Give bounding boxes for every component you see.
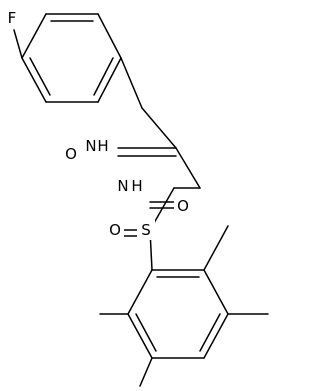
- sulfonamide-hydrogen-label: H: [131, 177, 142, 195]
- sulfonamide-nitrogen-label: N: [117, 177, 128, 195]
- bond-methyl-upper: [203, 225, 229, 271]
- fluorophenyl-ring: [21, 13, 122, 103]
- amide-nitrogen-label: N: [85, 137, 96, 155]
- atom-labels: F N H O N H S O O: [3, 8, 192, 240]
- bond-carbonyl-ch2: [175, 147, 201, 189]
- bond-c-f: [13, 29, 23, 59]
- bond-ring1-f: [21, 57, 47, 103]
- bond-ring1-c: [97, 13, 122, 59]
- bond-n-carbonyl: [141, 107, 177, 149]
- bond-ring1-double-3: [29, 57, 51, 96]
- bond-ring2-b: [203, 269, 229, 315]
- fluorine-atom-label: F: [8, 9, 17, 27]
- amide-hydrogen-label: H: [97, 137, 108, 155]
- sulfonyl-oxygen-left-label: O: [109, 221, 121, 239]
- bond-ring2-f: [127, 269, 153, 315]
- tetramethylphenyl-ring: [99, 225, 269, 387]
- sulfonyl-oxygen-right-label: O: [177, 197, 189, 215]
- bond-ring1-double-2: [93, 57, 114, 96]
- bond-ring2-c: [203, 313, 229, 359]
- carbonyl-oxygen-label: O: [65, 145, 77, 163]
- bond-ring2-e: [127, 313, 153, 359]
- sulfur-atom-label: S: [141, 221, 151, 239]
- bond-ring2-double-2: [199, 313, 221, 352]
- bond-ring1-a: [21, 13, 47, 59]
- molecule-structure: F N H O N H S O O: [3, 8, 269, 387]
- bond-ring-n: [120, 57, 143, 109]
- bond-methyl-bottom: [139, 357, 153, 387]
- bond-ring2-double-3: [135, 313, 157, 352]
- bond-ring1-d: [97, 57, 122, 103]
